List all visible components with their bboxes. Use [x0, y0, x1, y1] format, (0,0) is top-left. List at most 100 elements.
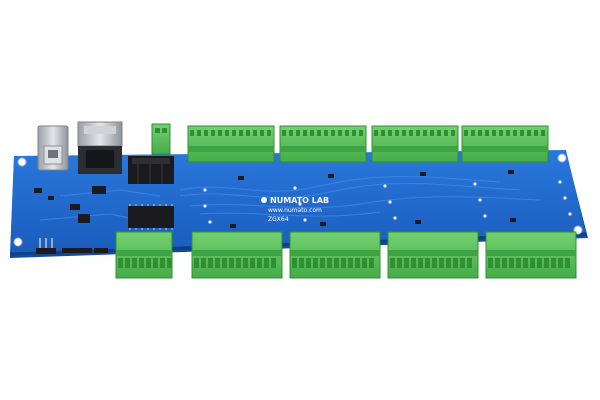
terminal-block-top-4 — [461, 125, 549, 163]
terminal-block-top-3 — [371, 125, 459, 163]
terminal-screw — [527, 130, 531, 136]
connector-block — [128, 156, 174, 184]
terminal-screw — [211, 130, 215, 136]
model-label: ZGX64 — [268, 216, 289, 223]
terminal-screw — [506, 130, 510, 136]
terminal-screw — [239, 130, 243, 136]
terminal-screw — [513, 130, 517, 136]
terminal-screw — [509, 258, 514, 268]
terminal-screw — [271, 258, 276, 268]
terminal-block-top-1 — [187, 125, 275, 163]
smd-components — [34, 170, 516, 228]
terminal-screw — [409, 130, 413, 136]
terminal-screw — [460, 258, 465, 268]
terminal-screw — [446, 258, 451, 268]
terminal-screw — [374, 130, 378, 136]
terminal-screw — [236, 258, 241, 268]
terminal-screw — [118, 258, 123, 268]
terminal-screw — [296, 130, 300, 136]
numato-logo-icon — [261, 197, 267, 203]
terminal-screw — [541, 130, 545, 136]
terminal-screw — [267, 130, 271, 136]
terminal-screw — [167, 258, 172, 268]
ethernet-jack — [77, 121, 123, 174]
terminal-screw — [352, 130, 356, 136]
terminal-screw — [320, 258, 325, 268]
terminal-screw — [260, 130, 264, 136]
terminal-screw — [201, 258, 206, 268]
terminal-screw — [194, 258, 199, 268]
terminal-screw — [416, 130, 420, 136]
terminal-screw — [313, 258, 318, 268]
terminal-screw — [390, 258, 395, 268]
terminal-screw — [516, 258, 521, 268]
terminal-screw — [225, 130, 229, 136]
terminal-screw — [523, 258, 528, 268]
terminal-screw — [437, 130, 441, 136]
terminal-screw — [317, 130, 321, 136]
terminal-screw — [444, 130, 448, 136]
terminal-screw — [411, 258, 416, 268]
terminal-screw — [338, 130, 342, 136]
main-ic-chip — [128, 204, 174, 230]
terminal-screw — [492, 130, 496, 136]
terminal-screw — [467, 258, 472, 268]
terminal-screw — [303, 130, 307, 136]
terminal-screw — [478, 130, 482, 136]
terminal-screw — [246, 130, 250, 136]
terminal-screw — [218, 130, 222, 136]
terminal-screw — [125, 258, 130, 268]
terminal-screw — [208, 258, 213, 268]
mounting-holes — [13, 153, 583, 247]
terminal-screw — [471, 130, 475, 136]
terminal-screw — [381, 130, 385, 136]
terminal-block-bottom-3 — [289, 231, 381, 279]
terminal-screw — [232, 130, 236, 136]
terminal-screw — [362, 258, 367, 268]
terminal-screw — [537, 258, 542, 268]
terminal-screw — [355, 258, 360, 268]
terminal-screw — [229, 258, 234, 268]
terminal-screw — [264, 258, 269, 268]
terminal-screw — [348, 258, 353, 268]
terminal-screw — [327, 258, 332, 268]
terminal-screw — [292, 258, 297, 268]
terminal-screw — [215, 258, 220, 268]
terminal-screw — [402, 130, 406, 136]
terminal-screw — [485, 130, 489, 136]
terminal-screw — [430, 130, 434, 136]
terminal-screw — [395, 130, 399, 136]
terminal-screw — [204, 130, 208, 136]
terminal-screw — [453, 258, 458, 268]
terminal-screw — [404, 258, 409, 268]
terminal-screw — [488, 258, 493, 268]
terminal-screw — [190, 130, 194, 136]
terminal-screw — [534, 130, 538, 136]
terminal-screw — [282, 130, 286, 136]
terminal-blocks-bottom — [115, 231, 577, 279]
terminal-screw — [331, 130, 335, 136]
terminal-screw — [153, 258, 158, 268]
terminal-screw — [139, 258, 144, 268]
terminal-screw — [558, 258, 563, 268]
terminal-screw — [423, 130, 427, 136]
jumper-pins — [39, 238, 53, 248]
terminal-screw — [243, 258, 248, 268]
terminal-screw — [499, 130, 503, 136]
terminal-screw — [530, 258, 535, 268]
website-label: www.numato.com — [268, 207, 322, 214]
terminal-screw — [146, 258, 151, 268]
terminal-screw — [160, 258, 165, 268]
terminal-screw — [520, 130, 524, 136]
terminal-screw — [334, 258, 339, 268]
silkscreen-text: NUMATO LAB www.numato.com ZGX64 — [261, 196, 329, 223]
terminal-screw — [222, 258, 227, 268]
terminal-block-top-2 — [279, 125, 367, 163]
terminal-block-bottom-5 — [485, 231, 577, 279]
terminal-screw — [565, 258, 570, 268]
terminal-screw — [299, 258, 304, 268]
terminal-screw — [544, 258, 549, 268]
terminal-screw — [359, 130, 363, 136]
